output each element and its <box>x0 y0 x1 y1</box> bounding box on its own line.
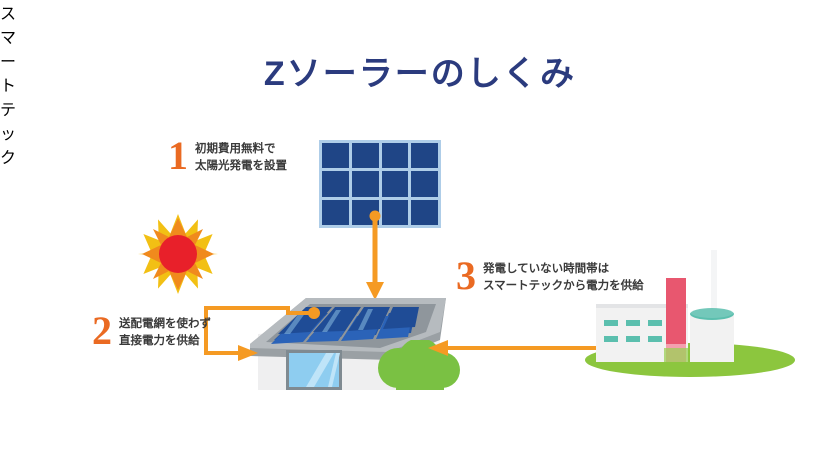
callout-2-number: 2 <box>92 308 112 353</box>
sun-icon <box>138 214 218 294</box>
bush-icon <box>378 340 460 390</box>
plant-tank <box>690 314 734 362</box>
callout-2: 2 送配電網を使わず 直接電力を供給 <box>92 308 211 353</box>
callout-1-number: 1 <box>168 133 188 178</box>
smokestack <box>708 250 717 362</box>
callout-2-line1: 送配電網を使わず <box>119 318 211 330</box>
panel-cell <box>351 171 379 197</box>
solar-panel-flat <box>319 140 441 228</box>
callout-1-line2: 太陽光発電を設置 <box>195 159 287 172</box>
panel-cell <box>322 171 349 197</box>
plant-tower <box>666 278 686 362</box>
panel-cell <box>411 199 438 225</box>
power-plant-illustration <box>585 250 795 377</box>
callout-2-text: 送配電網を使わず 直接電力を供給 <box>119 313 211 349</box>
plant-tower-label: スマートテック <box>0 6 17 167</box>
callout-3-number: 3 <box>456 253 476 298</box>
house-window <box>286 350 342 390</box>
panel-cell <box>322 199 349 225</box>
callout-1-text: 初期費用無料で 太陽光発電を設置 <box>195 138 287 174</box>
arrow-panel-to-roof <box>366 210 384 300</box>
callout-3: 3 発電していない時間帯は スマートテックから電力を供給 <box>456 253 644 298</box>
panel-cell <box>381 171 409 197</box>
arrow-direct-supply <box>204 306 320 361</box>
panel-cell <box>411 143 438 169</box>
callout-1: 1 初期費用無料で 太陽光発電を設置 <box>168 133 287 178</box>
panel-cell <box>381 143 409 169</box>
callout-3-line1: 発電していない時間帯は <box>483 263 610 275</box>
panel-cell <box>322 143 349 169</box>
roof-panel-cells <box>271 307 419 344</box>
page-title: Zソーラーのしくみ <box>263 55 577 93</box>
callout-1-line1: 初期費用無料で <box>195 143 276 155</box>
panel-cell <box>411 171 438 197</box>
panel-cell <box>351 143 379 169</box>
callout-3-line2: スマートテックから電力を供給 <box>483 279 644 292</box>
panel-cell <box>381 199 409 225</box>
callout-2-line2: 直接電力を供給 <box>119 334 200 347</box>
callout-3-text: 発電していない時間帯は スマートテックから電力を供給 <box>483 258 644 294</box>
